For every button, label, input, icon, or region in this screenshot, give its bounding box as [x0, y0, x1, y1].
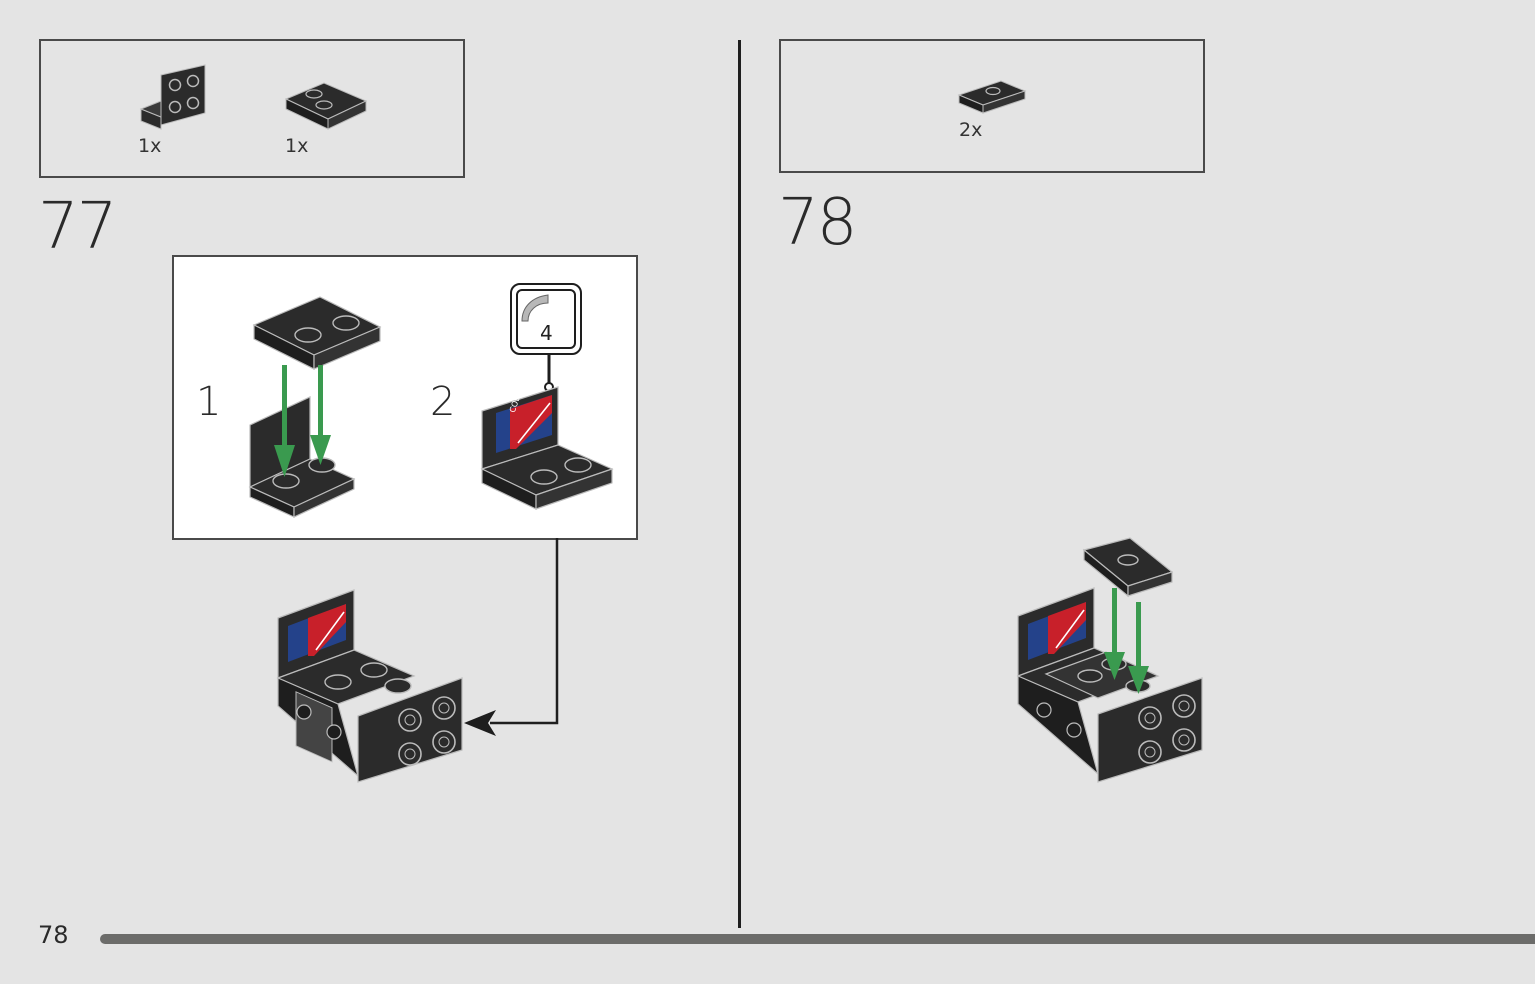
part-qty: 2x: [959, 119, 983, 141]
sticker-number: 4: [540, 321, 553, 345]
step-77-assembly-illustration: [276, 589, 463, 783]
substep-number: 2: [430, 379, 456, 425]
jumper-plate-part-icon: [957, 80, 1027, 114]
sub-assembly-callout: 1 2 4: [172, 255, 638, 540]
callout-connector-arrow: [464, 538, 559, 736]
bracket-part-icon: [139, 64, 206, 130]
page-number: 78: [38, 921, 69, 949]
plate-part-icon: [284, 82, 368, 130]
plate-brick-illustration: [252, 296, 382, 370]
step-78-assembly-illustration: [1016, 537, 1203, 783]
sticker-peel-icon: [521, 294, 549, 322]
page-divider: [738, 40, 741, 928]
step-number: 77: [38, 190, 117, 264]
sticker-callout-box: 4: [510, 283, 582, 355]
part-qty: 1x: [138, 135, 162, 157]
parts-list-step-77: 1x 1x: [39, 39, 465, 178]
down-arrow-icon: [274, 365, 331, 477]
part-qty: 1x: [285, 135, 309, 157]
parts-list-step-78: 2x: [779, 39, 1205, 173]
substep-number: 1: [196, 379, 222, 425]
bracket-brick-illustration: [248, 396, 356, 518]
progress-bar: [100, 934, 1535, 944]
stickered-bracket-illustration: [480, 386, 614, 510]
step-number: 78: [778, 186, 857, 260]
